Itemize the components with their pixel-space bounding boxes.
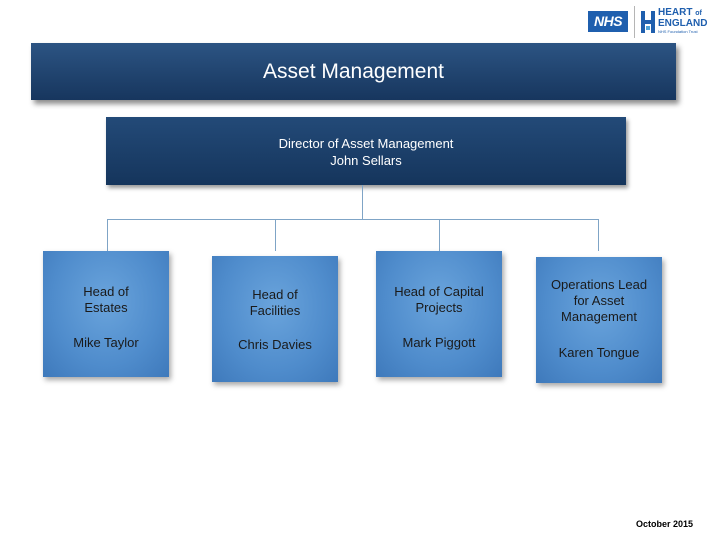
hoe-line2: ENGLAND bbox=[658, 18, 708, 29]
heart-of-england-logo: HEART of ENGLAND NHS Foundation Trust bbox=[640, 8, 710, 38]
footer-date: October 2015 bbox=[636, 519, 694, 529]
report-name: Mark Piggott bbox=[402, 335, 476, 350]
report-role: Head of Facilities bbox=[249, 287, 301, 318]
director-box: Director of Asset Management John Sellar… bbox=[106, 117, 626, 185]
logo-divider bbox=[634, 6, 635, 38]
hoe-line1: HEART bbox=[658, 7, 693, 18]
connector-trunk bbox=[362, 185, 363, 219]
title-banner: Asset Management bbox=[31, 43, 676, 100]
report-role: Head of Estates bbox=[83, 284, 129, 315]
connector-drop-2 bbox=[275, 219, 276, 251]
connector-drop-3 bbox=[439, 219, 440, 251]
report-name: Mike Taylor bbox=[73, 335, 139, 350]
connector-drop-4 bbox=[598, 219, 599, 251]
nhs-logo: NHS bbox=[588, 11, 628, 32]
report-box-capital-projects: Head of Capital Projects Mark Piggott bbox=[376, 251, 502, 377]
director-name: John Sellars bbox=[330, 153, 402, 168]
hoe-line1-small: of bbox=[695, 10, 702, 17]
report-name: Karen Tongue bbox=[558, 345, 640, 360]
report-box-estates: Head of Estates Mike Taylor bbox=[43, 251, 169, 377]
hoe-tagline: NHS Foundation Trust bbox=[658, 29, 698, 34]
connector-horizontal bbox=[107, 219, 599, 220]
director-role: Director of Asset Management bbox=[278, 136, 454, 151]
report-role: Operations Lead for Asset Management bbox=[550, 277, 648, 324]
page-title: Asset Management bbox=[263, 60, 444, 83]
heart-of-england-mark-icon bbox=[641, 11, 655, 33]
report-box-operations: Operations Lead for Asset Management Kar… bbox=[536, 257, 662, 383]
report-name: Chris Davies bbox=[238, 337, 312, 352]
report-box-facilities: Head of Facilities Chris Davies bbox=[212, 256, 338, 382]
report-role: Head of Capital Projects bbox=[394, 284, 484, 315]
connector-drop-1 bbox=[107, 219, 108, 251]
heart-of-england-wordmark: HEART of ENGLAND bbox=[658, 8, 707, 29]
